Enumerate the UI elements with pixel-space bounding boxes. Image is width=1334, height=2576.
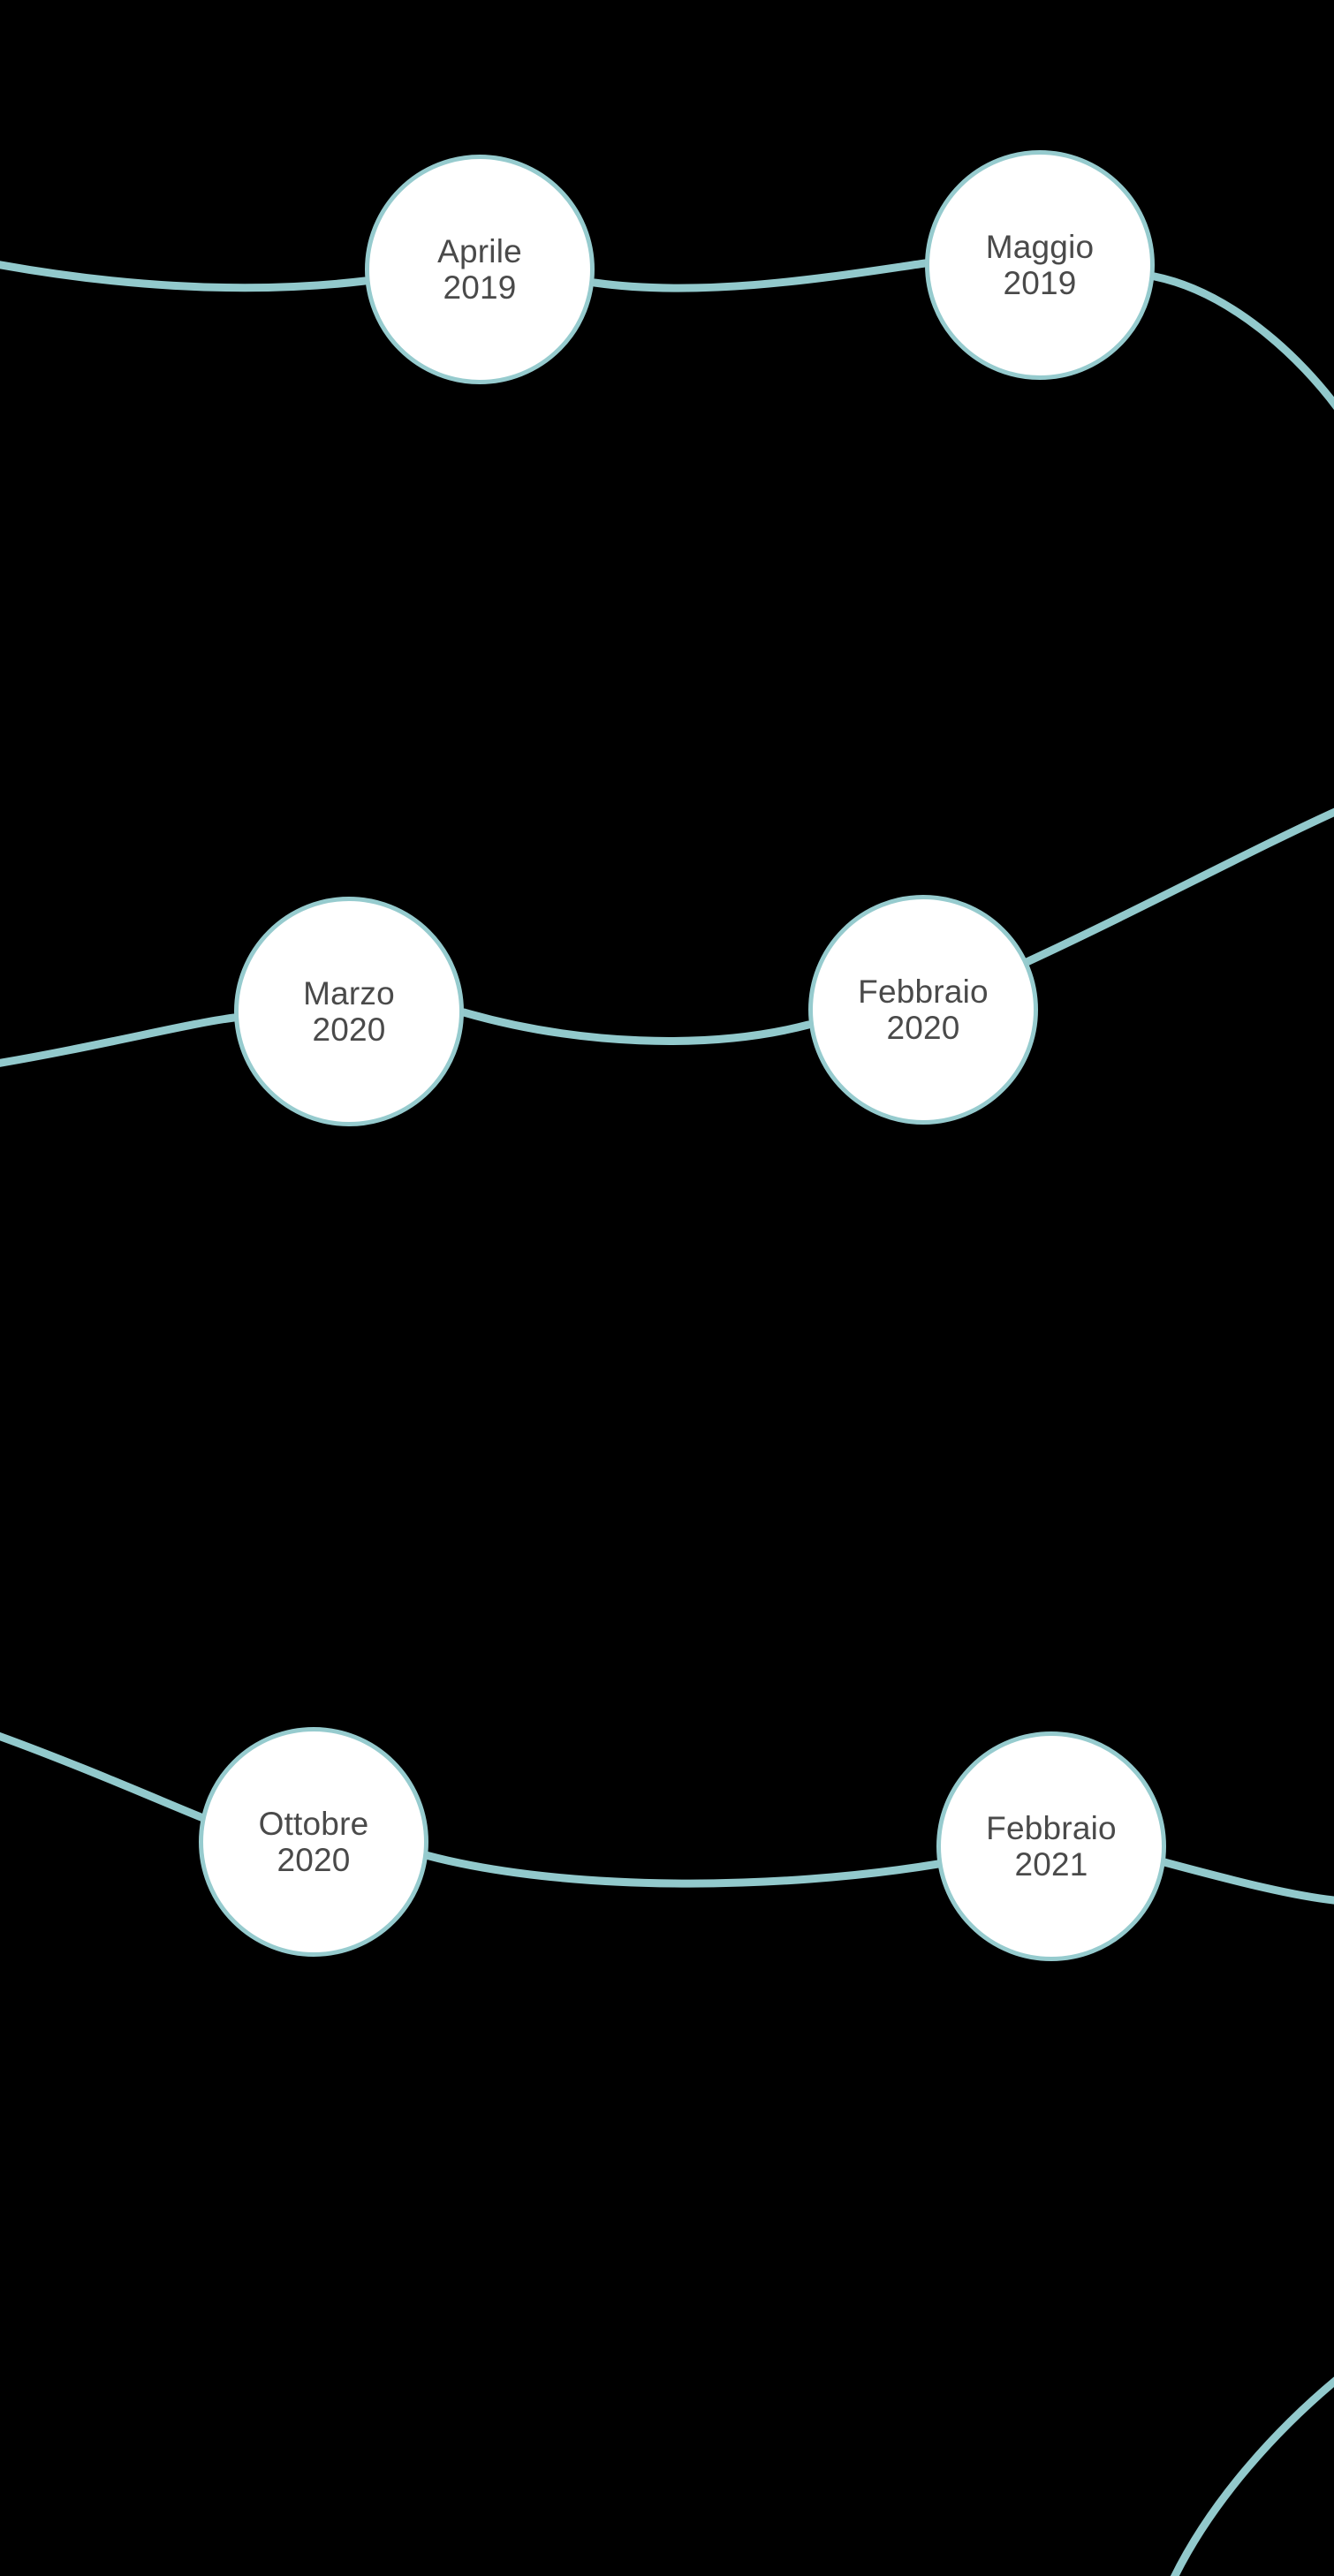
timeline-node-month-label: Aprile [437,232,522,269]
timeline-node-year-label: 2021 [1014,1846,1088,1883]
timeline-node-month-label: Marzo [303,974,395,1011]
timeline-node-month-label: Febbraio [858,973,989,1010]
connector-aprile-to-maggio [590,259,929,292]
timeline-node-maggio-2019[interactable]: Maggio 2019 [925,150,1155,380]
connector-edge-left-to-aprile [0,261,369,292]
connector-left-edge-to-marzo [0,1013,239,1067]
timeline-node-month-label: Febbraio [986,1809,1117,1846]
timeline-node-year-label: 2019 [443,269,517,306]
connector-marzo-to-febbraio2020 [459,1008,813,1045]
connector-left-edge-to-ottobre [0,1731,208,1822]
timeline-node-febbraio-2021[interactable]: Febbraio 2021 [936,1731,1166,1961]
timeline-node-febbraio-2020[interactable]: Febbraio 2020 [808,895,1038,1125]
timeline-node-year-label: 2020 [886,1010,960,1046]
connector-febbraio2020-to-right-edge [1020,807,1334,967]
timeline-node-marzo-2020[interactable]: Marzo 2020 [234,897,464,1126]
connector-maggio-to-right-edge [1150,272,1334,411]
connector-ottobre-to-febbraio2021 [421,1851,943,1888]
timeline-node-year-label: 2020 [277,1842,351,1878]
timeline-node-year-label: 2020 [312,1011,386,1048]
timeline-node-aprile-2019[interactable]: Aprile 2019 [365,155,595,384]
timeline-node-month-label: Ottobre [258,1805,369,1842]
connector-bottom-right-incoming [1170,2376,1334,2576]
timeline-node-year-label: 2019 [1003,265,1077,301]
connector-febbraio2021-to-right-edge [1160,1858,1334,1905]
timeline-node-month-label: Maggio [985,228,1095,265]
timeline-node-ottobre-2020[interactable]: Ottobre 2020 [199,1727,428,1957]
